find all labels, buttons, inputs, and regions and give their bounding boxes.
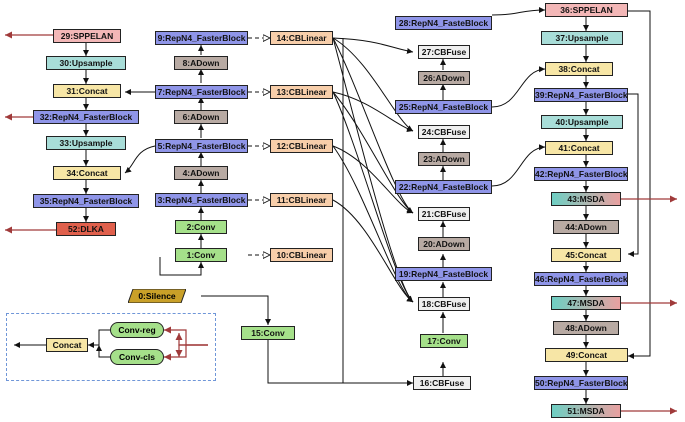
node-11-cblinear: 11:CBLinear (270, 193, 333, 207)
node-43-msda: 43:MSDA (551, 192, 621, 206)
node-10-cblinear: 10:CBLinear (270, 248, 333, 262)
node-45-concat: 45:Concat (551, 248, 621, 262)
node-42-block: 42:RepN4_FasterBlock (534, 167, 628, 181)
node-32-block: 32:RepN4_FasterBlock (33, 110, 139, 124)
node-51-msda: 51:MSDA (551, 404, 621, 418)
cblinear-fan-edges (332, 37, 414, 383)
node-26-adown: 26:ADown (418, 71, 470, 85)
node-44-adown: 44:ADown (553, 220, 619, 234)
node-4-adown: 4:ADown (174, 166, 228, 180)
node-28-block: 28:RepN4_FasteBlock (395, 16, 492, 30)
node-17-conv: 17:Conv (420, 334, 468, 348)
node-3-block: 3:RepN4_FasterBlock (155, 193, 248, 207)
node-12-cblinear: 12:CBLinear (270, 139, 333, 153)
node-47-msda: 47:MSDA (551, 296, 621, 310)
legend-conv-cls: Conv-cls (110, 349, 164, 365)
silence-shape (128, 289, 186, 303)
node-36-sppelan: 36:SPPELAN (545, 3, 628, 17)
node-34-concat: 34:Concat (53, 166, 121, 180)
node-33-upsample: 33:Upsample (46, 136, 126, 150)
node-24-cbfuse: 24:CBFuse (418, 125, 470, 139)
node-40-upsample: 40:Upsample (541, 115, 623, 129)
node-48-adown: 48:ADown (553, 321, 619, 335)
silence-label: 0:Silence (138, 291, 176, 301)
node-46-block: 46:RepN4_FasterBlock (534, 272, 628, 286)
node-20-adown: 20:ADown (418, 237, 470, 251)
node-1-conv: 1:Conv (175, 248, 227, 262)
node-7-block: 7:RepN4_FasterBlock (155, 85, 248, 99)
node-37-upsample: 37:Upsample (541, 31, 623, 45)
node-39-block: 39:RepN4_FasterBlock (534, 88, 628, 102)
node-29-sppelan: 29:SPPELAN (53, 29, 121, 43)
node-38-concat: 38:Concat (545, 62, 613, 76)
node-0-silence: 0:Silence (128, 289, 186, 303)
node-2-conv: 2:Conv (175, 220, 227, 234)
node-9-block: 9:RepN4_FasterBlock (155, 31, 248, 45)
node-30-upsample: 30:Upsample (46, 56, 126, 70)
node-13-cblinear: 13:CBLinear (270, 85, 333, 99)
node-49-concat: 49:Concat (545, 348, 628, 362)
node-41-concat: 41:Concat (545, 141, 613, 155)
backbone-edges (83, 7, 651, 404)
legend-conv-reg: Conv-reg (110, 322, 164, 338)
node-22-block: 22:RepN4_FasteBlock (395, 180, 492, 194)
node-19-block: 19:RepN4_FasteBlock (395, 267, 492, 281)
node-8-adown: 8:ADown (174, 56, 228, 70)
node-52-dlka: 52:DLKA (56, 222, 116, 236)
legend-edges (14, 329, 110, 358)
node-23-adown: 23:ADown (418, 152, 470, 166)
cblinear-dashed-edges (248, 38, 270, 255)
node-5-block: 5:RepN4_FasterBlock (155, 139, 248, 153)
node-35-block: 35:RepN4_FasterBlock (33, 194, 139, 208)
node-15-conv: 15:Conv (241, 326, 295, 340)
legend-panel (6, 313, 216, 381)
node-18-cbfuse: 18:CBFuse (418, 297, 470, 311)
node-27-cbfuse: 27:CBFuse (418, 45, 470, 59)
node-16-cbfuse: 16:CBFuse (413, 376, 471, 390)
node-21-cbfuse: 21:CBFuse (418, 207, 470, 221)
node-6-adown: 6:ADown (174, 110, 228, 124)
node-50-block: 50:RepN4_FasterBlock (534, 376, 628, 390)
legend-concat: Concat (46, 338, 88, 352)
node-31-concat: 31:Concat (53, 84, 121, 98)
node-25-block: 25:RepN4_FasteBlock (395, 100, 492, 114)
node-14-cblinear: 14:CBLinear (270, 31, 333, 45)
